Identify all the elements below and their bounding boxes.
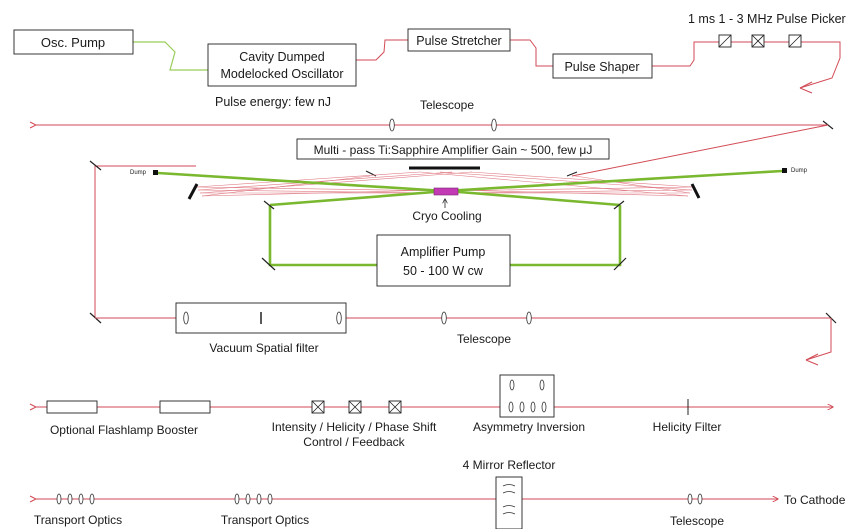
osc-pump-label: Osc. Pump [41,35,105,50]
transport-optics-2 [234,493,273,505]
telescope-top-label: Telescope [420,98,474,112]
amp-pump-label-2: 50 - 100 W cw [403,264,484,278]
amplifier-pump-box: Amplifier Pump 50 - 100 W cw [376,234,511,287]
dump-right-label: Dump [791,168,808,174]
transport-2-label: Transport Optics [221,513,309,527]
pulse-stretcher-box: Pulse Stretcher [407,28,511,52]
pulse-picker-label: 1 ms 1 - 3 MHz Pulse Picker [688,12,846,26]
four-mirror-reflector [495,476,523,529]
amp-pump-label-1: Amplifier Pump [401,245,486,259]
osc-pump-box: Osc. Pump [13,29,134,55]
oscillator-label-2: Modelocked Oscillator [221,67,344,81]
vacuum-filter-label: Vacuum Spatial filter [209,341,318,355]
multipass-beams [195,171,695,197]
vacuum-spatial-filter [175,302,347,334]
modulator-elements [311,400,402,414]
pulse-energy-label: Pulse energy: few nJ [215,95,331,109]
telescope-top-lens-2 [491,118,497,132]
asymmetry-label: Asymmetry Inversion [473,420,585,434]
telescope-mid-lens-2 [526,311,532,325]
pulse-picker-elements [718,34,802,48]
telescope-mid-label: Telescope [457,332,511,346]
amplifier-label: Multi - pass Ti:Sapphire Amplifier Gain … [314,143,593,157]
dump-left-label: Dump [130,170,147,176]
pulse-shaper-label: Pulse Shaper [564,60,639,74]
transport-optics-1 [56,493,95,505]
flashlamp-label: Optional Flashlamp Booster [50,423,198,437]
ihps-label-2: Control / Feedback [303,435,405,449]
telescope-bottom-label: Telescope [670,514,724,528]
telescope-top-lens-1 [389,118,395,132]
telescope-mid-lens-1 [441,311,447,325]
four-mirror-label: 4 Mirror Reflector [463,458,556,472]
cryo-label: Cryo Cooling [412,209,481,223]
amplifier-box: Multi - pass Ti:Sapphire Amplifier Gain … [296,138,610,160]
telescope-bottom-lens-1 [687,493,693,505]
oscillator-box: Cavity Dumped Modelocked Oscillator [207,43,357,87]
to-cathode-label: To Cathode [784,493,846,507]
telescope-bottom-lens-2 [697,493,703,505]
pulse-stretcher-label: Pulse Stretcher [416,34,501,48]
asymmetry-inversion [499,374,555,418]
helicity-filter-label: Helicity Filter [653,420,722,434]
oscillator-label-1: Cavity Dumped [239,50,324,64]
ihps-label-1: Intensity / Helicity / Phase Shift [272,420,437,434]
pulse-shaper-box: Pulse Shaper [552,53,653,79]
transport-1-label: Transport Optics [34,513,122,527]
